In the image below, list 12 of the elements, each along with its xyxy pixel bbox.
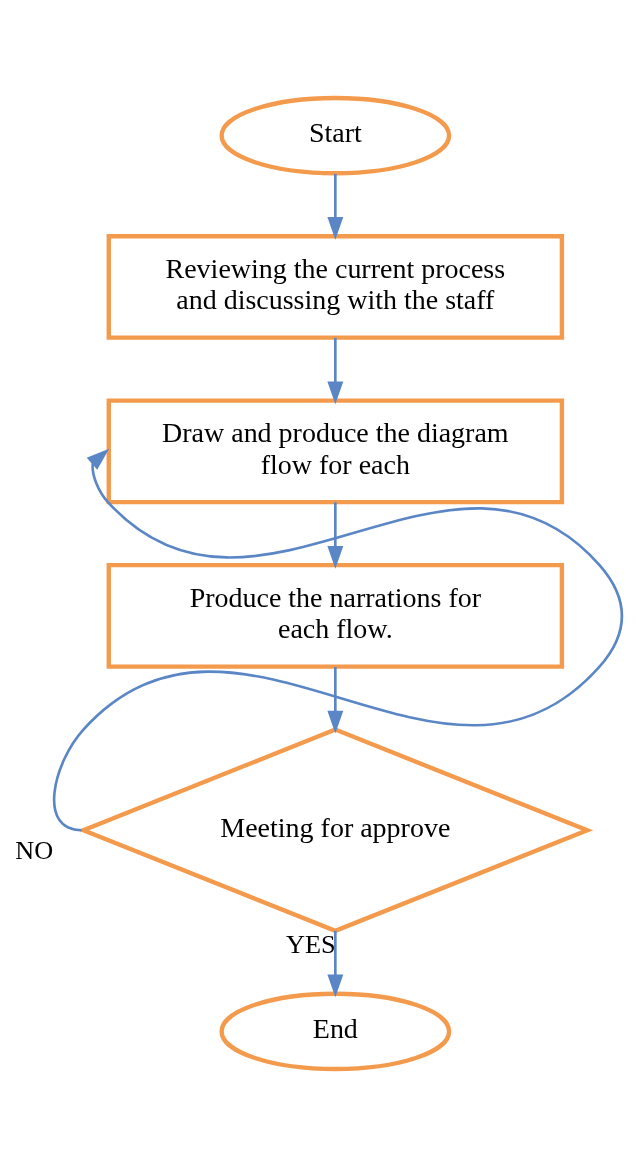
arrow — [327, 173, 344, 240]
arrow — [327, 502, 344, 569]
node-ellipse: Start — [219, 95, 452, 176]
edge-label: NO — [15, 836, 54, 865]
arrow — [327, 930, 344, 998]
node-box: Produce the narrations for each flow. — [106, 562, 565, 669]
arrow — [53, 448, 623, 832]
node-box: Reviewing the current process and discussing with the staff — [106, 234, 565, 340]
arrow — [327, 337, 344, 405]
arrow — [327, 667, 344, 734]
node-ellipse: End — [219, 991, 452, 1072]
node-box: Draw and produce the diagram flow for each — [106, 398, 565, 505]
